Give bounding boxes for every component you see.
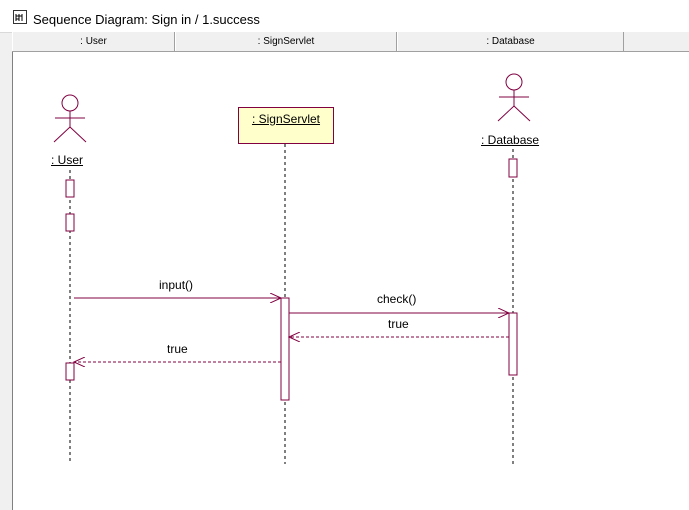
column-header-signservlet[interactable]: : SignServlet: [175, 32, 397, 51]
column-header-user[interactable]: : User: [12, 32, 175, 51]
title-bar[interactable]: Sequence Diagram: Sign in / 1.success: [0, 0, 689, 33]
database-actor-icon[interactable]: [497, 73, 531, 122]
diagram-icon: [13, 10, 27, 24]
user-activation-1[interactable]: [65, 179, 75, 198]
diagram-canvas[interactable]: : User : SignServlet : Database input() …: [12, 52, 689, 510]
user-object-label[interactable]: : User: [51, 153, 84, 167]
column-header-database[interactable]: : Database: [397, 32, 624, 51]
database-activation-2[interactable]: [508, 312, 518, 376]
lifeline-header-row: : User : SignServlet : Database: [12, 32, 689, 52]
signservlet-object-box[interactable]: : SignServlet: [238, 107, 334, 144]
servlet-return-label[interactable]: true: [167, 342, 188, 356]
signservlet-object-label: : SignServlet: [251, 112, 321, 126]
db-return-label[interactable]: true: [388, 317, 409, 331]
user-activation-2[interactable]: [65, 213, 75, 232]
diagram-drawing: [53, 73, 531, 464]
check-message-label[interactable]: check(): [377, 292, 417, 306]
servlet-activation[interactable]: [280, 297, 290, 401]
database-object-label[interactable]: : Database: [481, 133, 540, 147]
user-actor-icon[interactable]: [53, 94, 87, 143]
input-message-label[interactable]: input(): [159, 278, 194, 292]
database-activation-1[interactable]: [508, 158, 518, 178]
user-activation-3[interactable]: [65, 362, 75, 381]
window-title: Sequence Diagram: Sign in / 1.success: [33, 12, 260, 27]
